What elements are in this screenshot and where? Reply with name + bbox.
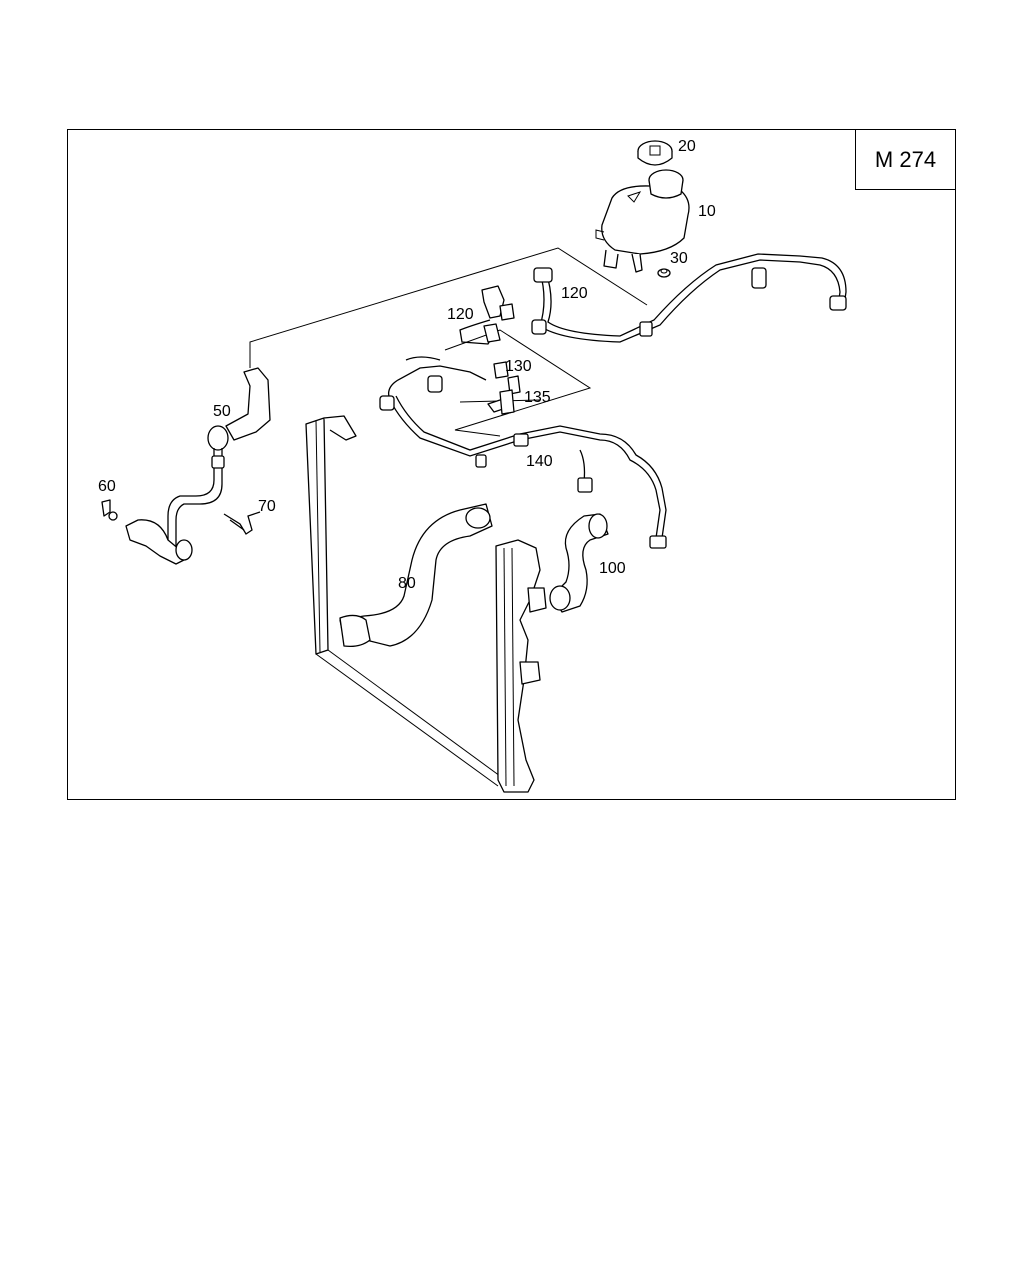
hose-connector-135 <box>487 389 515 415</box>
callout-50: 50 <box>213 403 231 420</box>
coolant-hose-140 <box>379 356 667 549</box>
callout-100: 100 <box>599 560 626 577</box>
bracket-clip-70 <box>223 511 261 535</box>
expansion-tank <box>595 169 690 273</box>
callout-120-right: 120 <box>561 285 588 302</box>
callout-labels: 20 10 30 120 120 130 135 140 50 60 70 80… <box>98 138 716 592</box>
callout-135: 135 <box>524 389 551 406</box>
reference-lines <box>249 247 648 437</box>
tank-mount-grommet <box>657 268 671 278</box>
callout-30: 30 <box>670 250 688 267</box>
temperature-sensor-60 <box>101 499 118 521</box>
coolant-hose-120-left <box>459 285 515 345</box>
engine-code-box: M 274 <box>855 129 956 190</box>
radiator <box>305 415 547 793</box>
hose-connector-130 <box>493 361 521 395</box>
callout-120-left: 120 <box>447 306 474 323</box>
expansion-tank-cap <box>637 140 673 166</box>
callout-130: 130 <box>505 358 532 375</box>
callout-80: 80 <box>398 575 416 592</box>
callout-70: 70 <box>258 498 276 515</box>
callout-140: 140 <box>526 453 553 470</box>
radiator-hose-100 <box>549 513 609 613</box>
coolant-hose-120-right <box>531 253 847 343</box>
engine-code-label: M 274 <box>874 146 937 172</box>
callout-10: 10 <box>698 203 716 220</box>
radiator-hose-80 <box>339 503 493 648</box>
callout-20: 20 <box>678 138 696 155</box>
coolant-hose-50 <box>125 367 271 565</box>
callout-60: 60 <box>98 478 116 495</box>
